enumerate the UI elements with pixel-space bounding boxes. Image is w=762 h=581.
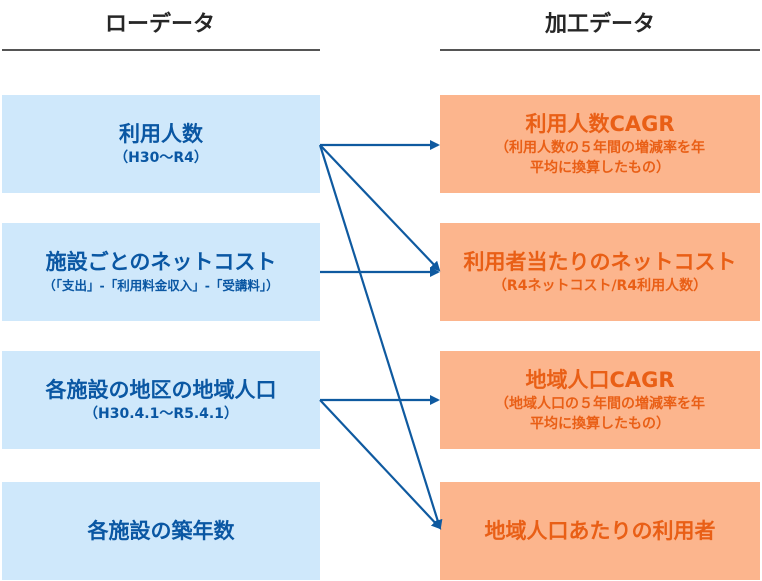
processed-box-title: 地域人口あたりの利用者 — [484, 518, 716, 543]
arrow-population-to-users-per-population — [319, 399, 442, 530]
processed-box-subtitle-line2: 平均に換算したもの） — [530, 159, 670, 176]
raw-box-usage-count: 利用人数 （H30〜R4） — [2, 95, 320, 193]
raw-data-heading: ローデータ — [104, 12, 215, 37]
processed-data-rule — [440, 49, 760, 51]
processed-box-title: 地域人口CAGR — [525, 367, 675, 392]
processed-box-subtitle: （地域人口の５年間の増減率を年 — [495, 395, 705, 412]
arrow-usage-to-users-per-population — [318, 144, 443, 530]
raw-box-subtitle: （H30〜R4） — [114, 149, 208, 166]
processed-box-subtitle-line2: 平均に換算したもの） — [530, 415, 670, 432]
raw-box-building-age: 各施設の築年数 — [2, 482, 320, 580]
processed-box-population-cagr: 地域人口CAGR （地域人口の５年間の増減率を年 平均に換算したもの） — [440, 351, 760, 449]
raw-data-rule — [2, 49, 320, 51]
raw-box-title: 施設ごとのネットコスト — [45, 249, 277, 274]
processed-box-title: 利用人数CAGR — [525, 111, 675, 136]
processed-box-usage-cagr: 利用人数CAGR （利用人数の５年間の増減率を年 平均に換算したもの） — [440, 95, 760, 193]
raw-box-net-cost: 施設ごとのネットコスト （「支出」-「利用料金収入」-「受講料」） — [2, 223, 320, 321]
processed-box-users-per-population: 地域人口あたりの利用者 — [440, 482, 760, 580]
raw-box-title: 利用人数 — [119, 121, 203, 146]
processed-box-title: 利用者当たりのネットコスト — [463, 249, 737, 274]
raw-box-title: 各施設の地区の地域人口 — [45, 377, 277, 402]
raw-box-title: 各施設の築年数 — [87, 518, 235, 543]
processed-box-subtitle: （R4ネットコスト/R4利用人数） — [492, 277, 708, 294]
processed-box-subtitle: （利用人数の５年間の増減率を年 — [495, 139, 705, 156]
raw-box-subtitle: （H30.4.1〜R5.4.1） — [84, 405, 238, 422]
processed-data-heading: 加工データ — [544, 12, 655, 37]
raw-box-regional-population: 各施設の地区の地域人口 （H30.4.1〜R5.4.1） — [2, 351, 320, 449]
raw-box-subtitle: （「支出」-「利用料金収入」-「受講料」） — [43, 277, 279, 293]
processed-box-net-cost-per-user: 利用者当たりのネットコスト （R4ネットコスト/R4利用人数） — [440, 223, 760, 321]
arrow-usage-to-net-cost-per-user — [319, 144, 441, 272]
